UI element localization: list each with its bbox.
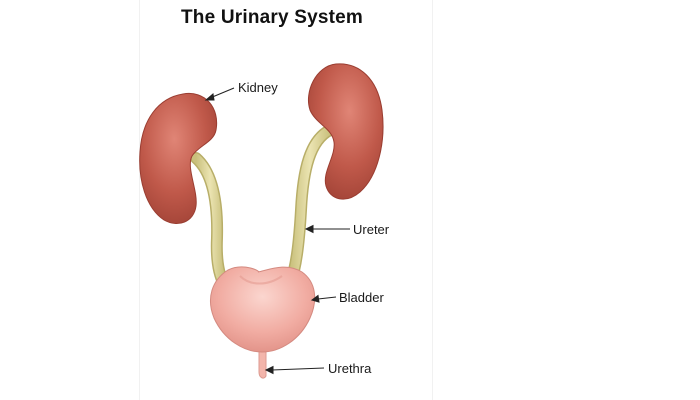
diagram-title: The Urinary System [180, 7, 364, 28]
kidney-label: Kidney [238, 80, 278, 95]
right-kidney [308, 63, 384, 200]
ureter-label: Ureter [353, 222, 390, 237]
bladder-label: Bladder [339, 290, 384, 305]
bladder-arrow [310, 294, 337, 303]
left-kidney [139, 92, 218, 224]
urethra-tube [258, 347, 267, 379]
kidney-arrow [204, 87, 235, 101]
bladder [210, 266, 316, 353]
urethra-arrow [264, 365, 325, 375]
urethra-label: Urethra [328, 361, 372, 376]
ureter-arrow [304, 224, 350, 234]
